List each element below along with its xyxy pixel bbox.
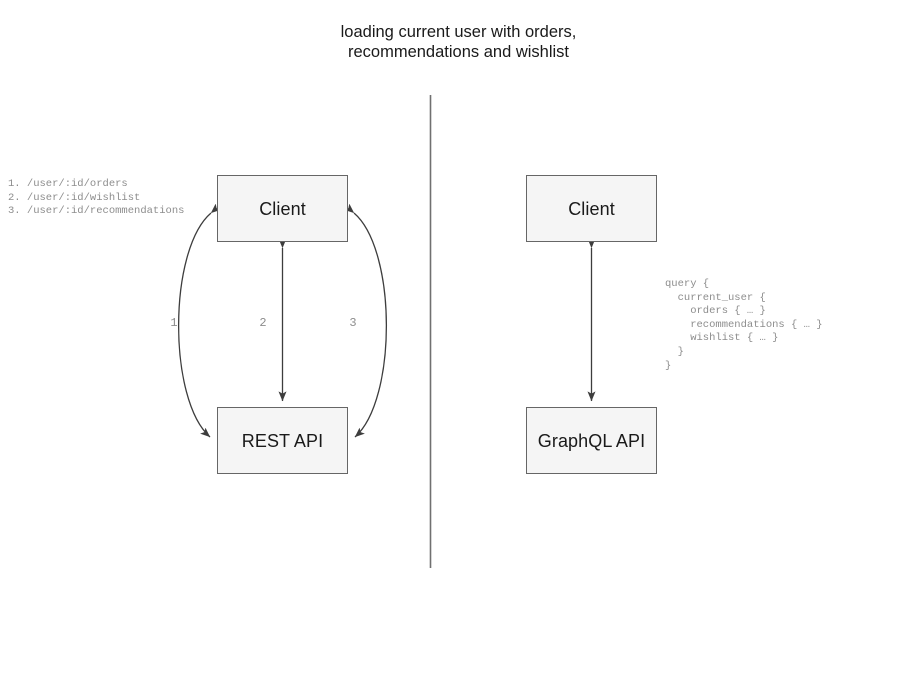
node-rest-api[interactable]: REST API: [217, 407, 348, 474]
edge-3-curve: [344, 203, 387, 438]
node-graphql-api[interactable]: GraphQL API: [526, 407, 657, 474]
node-client-rest-label: Client: [259, 198, 306, 219]
edge-label-3: 3: [349, 316, 357, 330]
node-rest-api-label: REST API: [241, 430, 324, 451]
edge-1-curve: [178, 203, 221, 438]
edge-label-2: 2: [259, 316, 267, 330]
node-client-graphql[interactable]: Client: [526, 175, 657, 242]
edge-label-1: 1: [170, 316, 178, 330]
diagram-title: loading current user with orders, recomm…: [340, 23, 577, 61]
node-client-rest[interactable]: Client: [217, 175, 348, 242]
node-client-graphql-label: Client: [568, 198, 615, 219]
rest-endpoints-list: 1. /user/:id/orders 2. /user/:id/wishlis…: [8, 178, 185, 218]
node-graphql-api-label: GraphQL API: [537, 430, 646, 451]
graphql-query-block: query { current_user { orders { … } reco…: [665, 278, 823, 372]
